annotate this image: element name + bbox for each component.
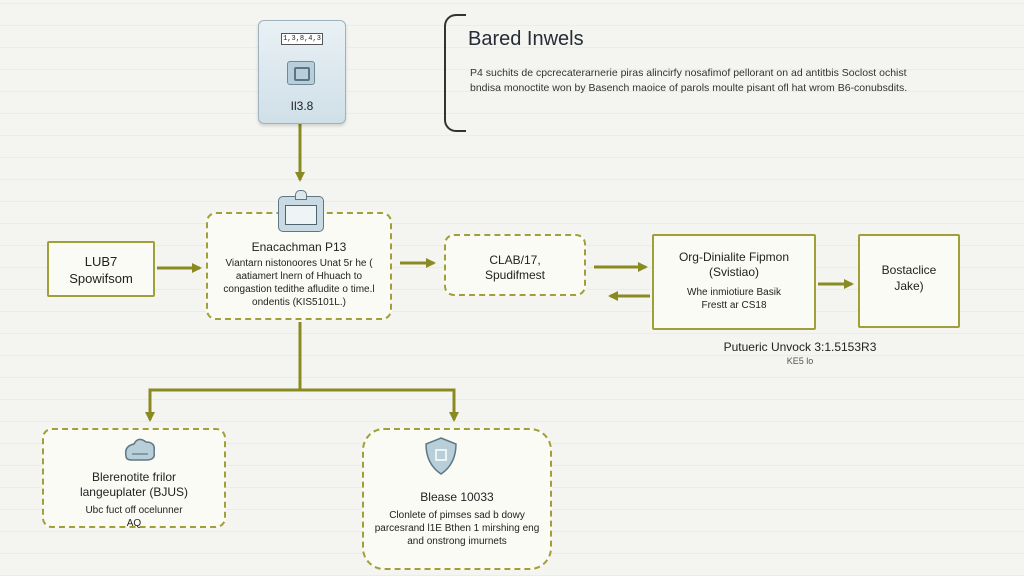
node-clab[interactable]: CLAB/17, Spudifmest [444,234,586,296]
node-org-desc2: Frestt ar CS18 [701,300,767,311]
node-blen-desc1: Ubc fuct off ocelunner [85,505,183,516]
node-org-line1: Org-Dinialite Fipmon [678,250,790,264]
org-caption: Putueric Unvock 3:1.5153R3 KE5 lo [690,340,910,367]
node-main-desc: Viantarn nistonoores Unat 5r he ( aatiam… [223,258,375,308]
chip-icon [287,61,315,85]
cloud-icon [124,438,156,461]
node-bost[interactable]: Bostaclice Jake) [858,234,960,328]
device-bottom-label: Il3.8 [290,99,314,113]
connector-main-split [145,322,302,422]
shield-icon [425,437,457,475]
node-org-desc1: Whe inmiotiure Basik [687,287,781,298]
node-lubt-line2: Spowifsom [69,271,133,286]
info-bracket [444,14,466,132]
node-clab-line1: CLAB/17, [489,253,541,267]
org-caption-title: Putueric Unvock 3:1.5153R3 [723,340,877,354]
node-blen-line1: Blerenotite frilor [91,470,177,484]
node-blen-line2: langeuplater (BJUS) [79,485,189,499]
node-lubt-line1: LUB7 [84,254,118,269]
connector-main-split-right [300,388,459,422]
node-blea-desc: Clonlete of pimses sad b dowy parcesrand… [374,510,540,547]
tablet-icon [278,190,324,232]
device-icon: 1,3,8,4,3 Il3.8 [258,20,346,124]
node-org[interactable]: Org-Dinialite Fipmon (Svistiao) Whe inmi… [652,234,816,330]
device-top-label: 1,3,8,4,3 [281,33,323,45]
info-title: Bared Inwels [468,28,584,50]
node-bost-line1: Bostaclice [881,263,937,277]
node-bost-line2: Jake) [894,279,924,293]
org-caption-sub: KE5 lo [786,356,814,366]
node-clab-line2: Spudifmest [484,268,546,282]
node-blea[interactable]: Blease 10033 Clonlete of pimses sad b do… [362,428,552,570]
node-blea-title: Blease 10033 [420,490,494,504]
node-org-line2: (Svistiao) [708,265,759,279]
node-blen-desc2: AQ [126,518,142,529]
node-lubt[interactable]: LUB7 Spowifsom [47,241,155,297]
info-text: P4 suchits de cpcrecaterarnerie piras al… [470,67,908,94]
node-main-title: Enacachman P13 [251,240,347,254]
